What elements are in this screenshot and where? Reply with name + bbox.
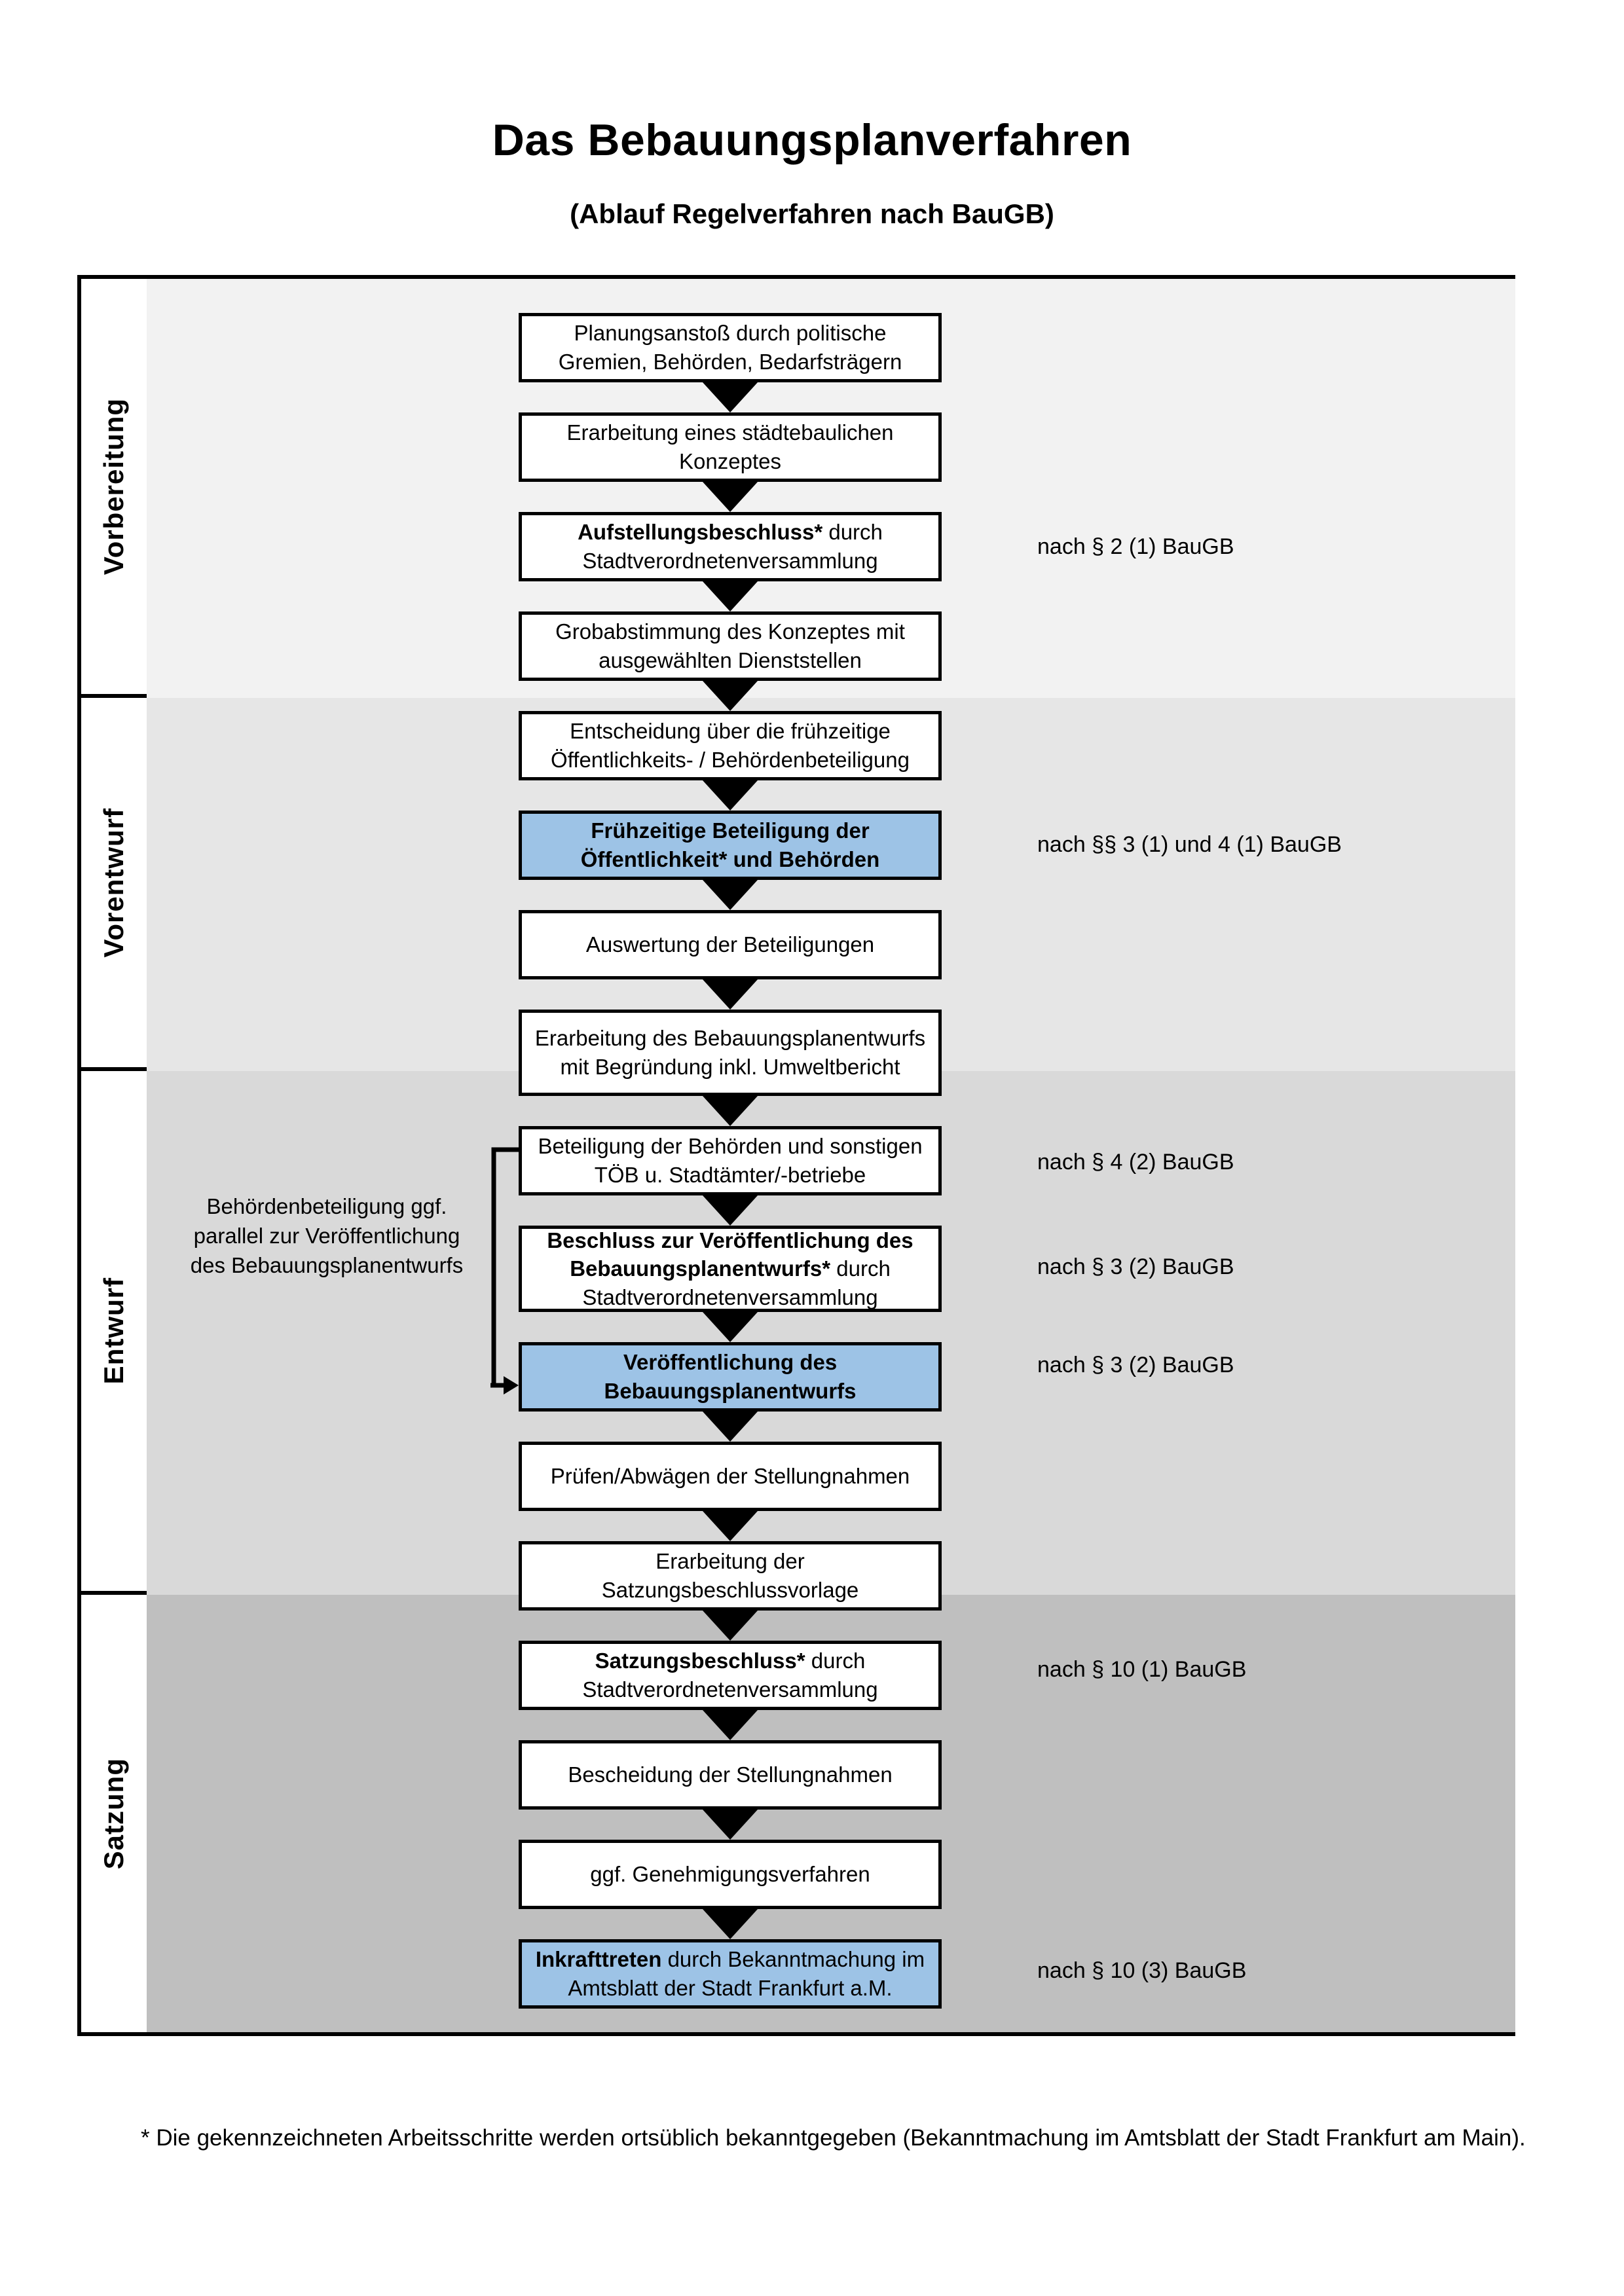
process-box-plain: Planungsanstoß durch politische Gremien,… xyxy=(558,321,902,374)
legal-ref-4: nach § 3 (2) BauGB xyxy=(1037,1254,1234,1279)
process-box-bold: Aufstellungsbeschluss* xyxy=(578,520,823,545)
process-box-text: Erarbeitung eines städtebaulichen Konzep… xyxy=(531,418,929,475)
process-box-s12[interactable]: Prüfen/Abwägen der Stellungnahmen xyxy=(519,1442,942,1511)
process-box-text: Beteiligung der Behörden und sonstigen T… xyxy=(531,1132,929,1189)
process-box-s17[interactable]: Inkrafttreten durch Bekanntmachung im Am… xyxy=(519,1939,942,2009)
flow-arrow-11 xyxy=(703,1412,758,1442)
phase-label-text: Satzung xyxy=(98,1757,129,1870)
process-box-text: Planungsanstoß durch politische Gremien,… xyxy=(531,319,929,376)
flow-arrow-14 xyxy=(703,1710,758,1740)
process-box-text: Inkrafttreten durch Bekanntmachung im Am… xyxy=(531,1945,929,2002)
process-box-s1[interactable]: Planungsanstoß durch politische Gremien,… xyxy=(519,313,942,382)
phase-label-rail: Vorbereitung Vorentwurf Entwurf Satzung xyxy=(81,279,147,2032)
flow-arrow-15 xyxy=(703,1810,758,1840)
process-box-s8[interactable]: Erarbeitung des Bebauungsplanentwurfs mi… xyxy=(519,1010,942,1096)
flow-arrow-12 xyxy=(703,1511,758,1541)
process-box-text: Satzungsbeschluss* durch Stadtverordnete… xyxy=(531,1647,929,1704)
process-box-s14[interactable]: Satzungsbeschluss* durch Stadtverordnete… xyxy=(519,1641,942,1710)
page-title: Das Bebauungsplanverfahren xyxy=(492,115,1132,165)
process-box-bold: Satzungsbeschluss* xyxy=(595,1649,805,1673)
phase-label-text: Entwurf xyxy=(98,1277,129,1385)
process-box-plain: durch Bekanntmachung im Amtsblatt der St… xyxy=(568,1947,925,2000)
flow-arrow-10 xyxy=(703,1312,758,1342)
flow-arrow-6 xyxy=(703,880,758,910)
flow-arrow-5 xyxy=(703,780,758,811)
process-box-s16[interactable]: ggf. Genehmigungsverfahren xyxy=(519,1840,942,1909)
process-box-plain: Auswertung der Beteiligungen xyxy=(585,932,875,957)
flow-arrow-8 xyxy=(703,1096,758,1126)
flow-arrow-2 xyxy=(703,482,758,512)
process-box-s9[interactable]: Beteiligung der Behörden und sonstigen T… xyxy=(519,1126,942,1195)
phase-label-entwurf: Entwurf xyxy=(81,1071,147,1595)
phase-label-text: Vorentwurf xyxy=(98,807,129,958)
legal-ref-1: nach § 2 (1) BauGB xyxy=(1037,534,1234,559)
flow-arrow-16 xyxy=(703,1909,758,1939)
process-box-s7[interactable]: Auswertung der Beteiligungen xyxy=(519,910,942,979)
process-box-plain: Entscheidung über die frühzeitige Öffent… xyxy=(551,719,910,772)
process-box-plain: Erarbeitung der Satzungsbeschlussvorlage xyxy=(601,1549,859,1602)
process-box-s11[interactable]: Veröffentlichung des Bebauungsplanentwur… xyxy=(519,1342,942,1412)
phase-label-vorentwurf: Vorentwurf xyxy=(81,698,147,1071)
process-box-text: Prüfen/Abwägen der Stellungnahmen xyxy=(551,1462,910,1491)
legal-ref-5: nach § 3 (2) BauGB xyxy=(1037,1353,1234,1377)
process-box-bold: Beschluss zur Veröffentlichung des Bebau… xyxy=(547,1228,913,1281)
process-box-text: Erarbeitung der Satzungsbeschlussvorlage xyxy=(531,1547,929,1604)
legal-ref-3: nach § 4 (2) BauGB xyxy=(1037,1150,1234,1175)
legal-ref-6: nach § 10 (1) BauGB xyxy=(1037,1657,1247,1682)
flow-arrow-9 xyxy=(703,1195,758,1226)
process-box-plain: durch Stadtverordnetenversammlung xyxy=(582,1256,891,1309)
footnote: * Die gekennzeichneten Arbeitsschritte w… xyxy=(141,2125,1526,2151)
process-box-text: Erarbeitung des Bebauungsplanentwurfs mi… xyxy=(531,1024,929,1081)
process-box-plain: Grobabstimmung des Konzeptes mit ausgewä… xyxy=(555,619,905,672)
process-box-s2[interactable]: Erarbeitung eines städtebaulichen Konzep… xyxy=(519,412,942,482)
page-header: Das Bebauungsplanverfahren (Ablauf Regel… xyxy=(0,0,1624,230)
process-box-plain: Erarbeitung eines städtebaulichen Konzep… xyxy=(566,420,894,473)
process-box-bold: Inkrafttreten xyxy=(535,1947,662,1972)
flow-arrow-3 xyxy=(703,581,758,611)
process-box-s15[interactable]: Bescheidung der Stellungnahmen xyxy=(519,1740,942,1810)
phase-label-vorbereitung: Vorbereitung xyxy=(81,279,147,698)
flow-arrow-1 xyxy=(703,382,758,412)
legal-ref-7: nach § 10 (3) BauGB xyxy=(1037,1958,1247,1983)
flow-arrow-13 xyxy=(703,1611,758,1641)
process-box-text: Entscheidung über die frühzeitige Öffent… xyxy=(531,717,929,774)
process-box-plain: durch Stadtverordnetenversammlung xyxy=(582,1649,878,1702)
annotation-behoerdenbeteiligung: Behördenbeteiligung ggf. parallel zur Ve… xyxy=(190,1194,464,1277)
phase-label-satzung: Satzung xyxy=(81,1595,147,2032)
process-box-plain: Bescheidung der Stellungnahmen xyxy=(568,1762,893,1787)
legal-ref-2: nach §§ 3 (1) und 4 (1) BauGB xyxy=(1037,832,1342,857)
process-box-bold: Frühzeitige Beteiligung der Öffentlichke… xyxy=(580,818,880,871)
process-box-text: Beschluss zur Veröffentlichung des Bebau… xyxy=(531,1226,929,1312)
process-box-s13[interactable]: Erarbeitung der Satzungsbeschlussvorlage xyxy=(519,1541,942,1611)
process-box-plain: ggf. Genehmigungsverfahren xyxy=(590,1862,870,1887)
page-subtitle: (Ablauf Regelverfahren nach BauGB) xyxy=(570,198,1054,229)
process-box-text: ggf. Genehmigungsverfahren xyxy=(590,1860,870,1889)
process-box-text: Grobabstimmung des Konzeptes mit ausgewä… xyxy=(531,617,929,674)
process-box-text: Frühzeitige Beteiligung der Öffentlichke… xyxy=(531,816,929,873)
process-box-plain: Beteiligung der Behörden und sonstigen T… xyxy=(538,1134,923,1187)
flow-arrow-7 xyxy=(703,979,758,1010)
process-box-plain: Erarbeitung des Bebauungsplanentwurfs mi… xyxy=(534,1026,926,1079)
process-box-s10[interactable]: Beschluss zur Veröffentlichung des Bebau… xyxy=(519,1226,942,1312)
process-box-plain: Prüfen/Abwägen der Stellungnahmen xyxy=(550,1464,910,1489)
process-box-text: Bescheidung der Stellungnahmen xyxy=(568,1760,892,1789)
process-box-text: Auswertung der Beteiligungen xyxy=(586,930,874,959)
flowchart-frame: Vorbereitung Vorentwurf Entwurf Satzung … xyxy=(77,275,1515,2036)
process-box-s3[interactable]: Aufstellungsbeschluss* durch Stadtverord… xyxy=(519,512,942,581)
process-box-s6[interactable]: Frühzeitige Beteiligung der Öffentlichke… xyxy=(519,811,942,880)
process-box-s4[interactable]: Grobabstimmung des Konzeptes mit ausgewä… xyxy=(519,611,942,681)
phase-label-text: Vorbereitung xyxy=(98,397,129,575)
process-box-plain: durch Stadtverordnetenversammlung xyxy=(582,520,883,573)
flow-arrow-4 xyxy=(703,681,758,711)
process-box-text: Veröffentlichung des Bebauungsplanentwur… xyxy=(531,1348,929,1405)
process-box-bold: Veröffentlichung des Bebauungsplanentwur… xyxy=(604,1350,857,1403)
process-box-s5[interactable]: Entscheidung über die frühzeitige Öffent… xyxy=(519,711,942,780)
process-box-text: Aufstellungsbeschluss* durch Stadtverord… xyxy=(531,518,929,575)
